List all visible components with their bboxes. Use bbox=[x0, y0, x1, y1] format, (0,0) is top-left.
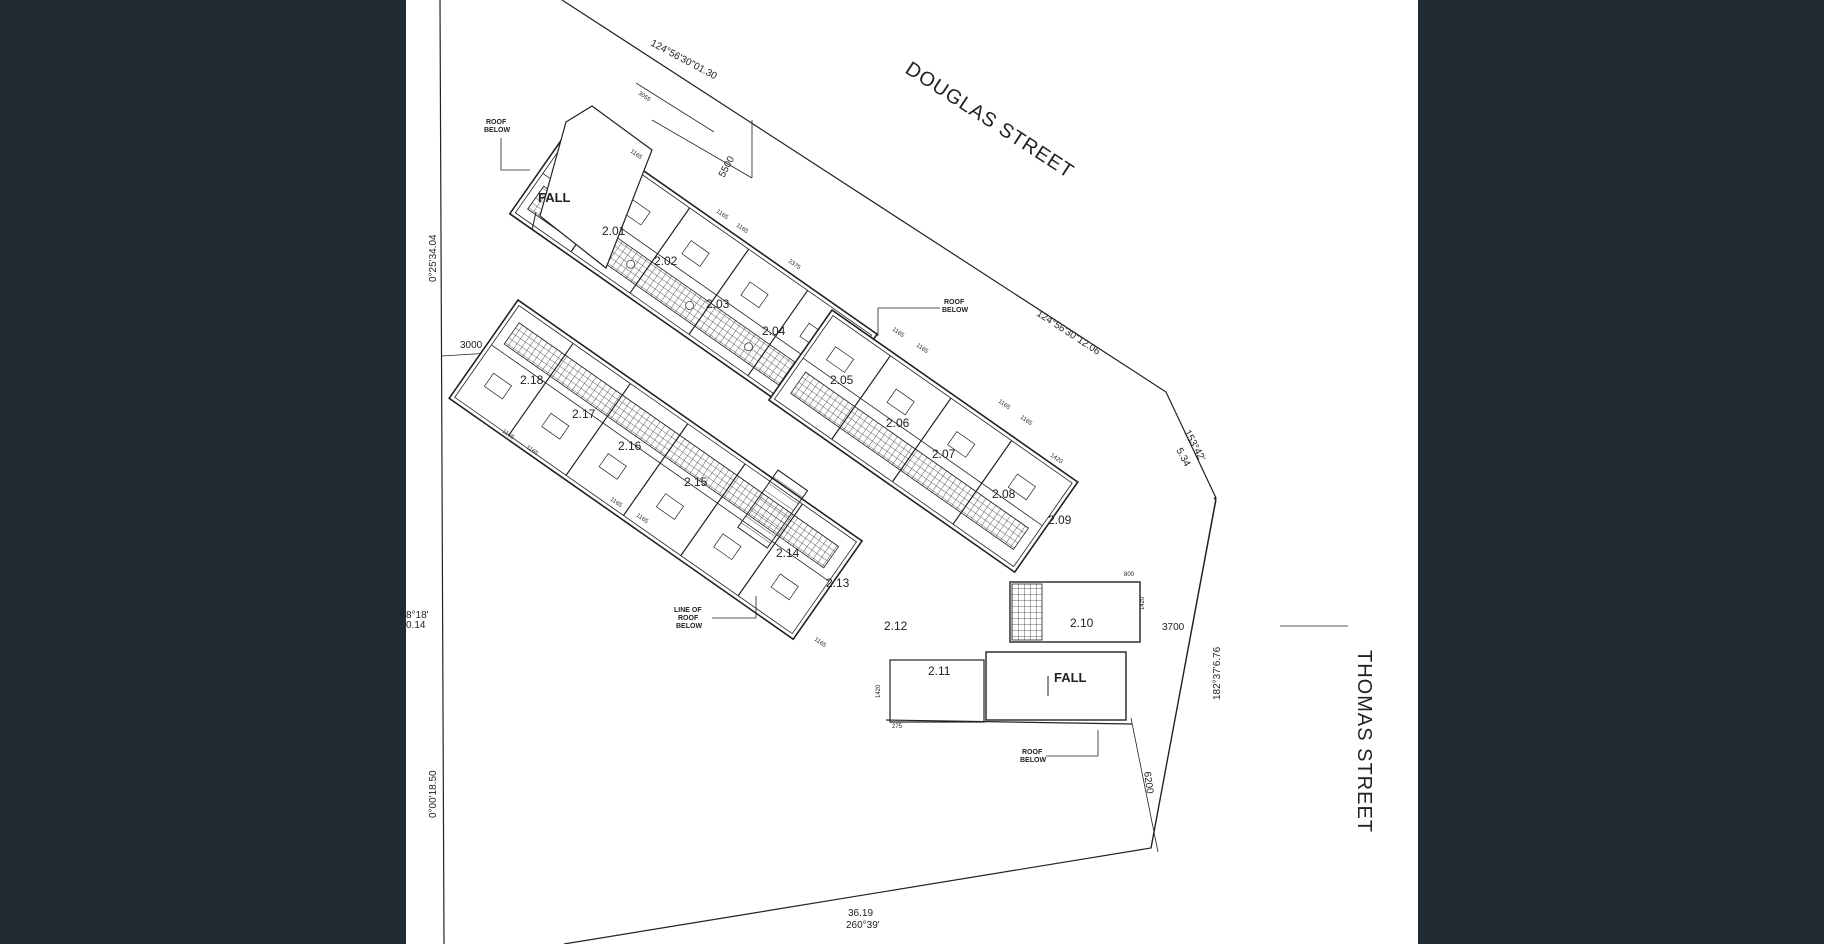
fall-label-north: FALL bbox=[538, 190, 571, 205]
svg-text:1165: 1165 bbox=[813, 637, 828, 650]
boundary-label-west-lower: 0°00'18.50 bbox=[428, 770, 439, 818]
building-block-southeast bbox=[885, 581, 1141, 725]
boundary-label-corner-length: 5.34 bbox=[1173, 446, 1192, 469]
svg-text:BELOW: BELOW bbox=[942, 307, 968, 314]
setback-label-5500: 5500 bbox=[717, 154, 737, 179]
building-wing-right bbox=[767, 308, 1079, 574]
svg-text:ROOF: ROOF bbox=[1022, 749, 1043, 756]
room-label: 2.08 bbox=[992, 487, 1016, 501]
fall-arrow-north bbox=[531, 211, 537, 231]
setback-label-3700: 3700 bbox=[1162, 622, 1185, 633]
room-label: 2.14 bbox=[776, 546, 800, 560]
svg-text:LINE OF: LINE OF bbox=[674, 607, 702, 614]
svg-text:BELOW: BELOW bbox=[676, 623, 702, 630]
room-label: 2.13 bbox=[826, 576, 850, 590]
svg-text:BELOW: BELOW bbox=[1020, 757, 1046, 764]
room-label: 2.12 bbox=[884, 619, 908, 633]
boundary-label-west-upper: 0°25'34.04 bbox=[428, 234, 439, 282]
boundary-label-north-2: 124°56'30"12.06 bbox=[1034, 308, 1102, 357]
room-label: 2.17 bbox=[572, 407, 596, 421]
note-line-of-roof-below: LINE OF ROOF BELOW bbox=[674, 596, 757, 630]
boundary-label-east: 182°37'6.76 bbox=[1212, 646, 1223, 700]
svg-text:ROOF: ROOF bbox=[678, 615, 699, 622]
room-labels: 2.01 2.02 2.03 2.04 2.05 2.06 2.07 2.08 … bbox=[520, 224, 1094, 678]
svg-text:3055: 3055 bbox=[637, 91, 652, 104]
stair bbox=[737, 469, 809, 549]
room-label: 2.06 bbox=[886, 416, 910, 430]
room-label: 2.10 bbox=[1070, 616, 1094, 630]
svg-text:1165: 1165 bbox=[1019, 415, 1034, 428]
svg-text:275: 275 bbox=[892, 724, 903, 730]
room-label: 2.18 bbox=[520, 373, 544, 387]
room-label: 2.09 bbox=[1048, 513, 1072, 527]
svg-text:1420: 1420 bbox=[1140, 596, 1146, 610]
note-roof-below-south: ROOF BELOW bbox=[1020, 730, 1099, 764]
boundary-label-south-angle: 260°39' bbox=[846, 920, 880, 931]
boundary-label-south-length: 36.19 bbox=[848, 908, 873, 919]
floor-plan-sheet: DOUGLAS STREET THOMAS STREET 124°56'30"0… bbox=[406, 0, 1418, 944]
svg-text:1420: 1420 bbox=[876, 684, 882, 698]
site-boundary-north bbox=[561, 0, 1217, 849]
svg-text:1165: 1165 bbox=[891, 327, 906, 340]
room-label: 2.15 bbox=[684, 475, 708, 489]
svg-text:2375: 2375 bbox=[787, 259, 802, 272]
svg-text:BELOW: BELOW bbox=[484, 127, 510, 134]
boundary-label-west-angle: 8°18' bbox=[406, 610, 429, 621]
svg-text:1165: 1165 bbox=[715, 209, 730, 222]
svg-text:ROOF: ROOF bbox=[486, 119, 507, 126]
street-label-douglas: DOUGLAS STREET bbox=[901, 58, 1078, 183]
boundary-label-west-length: 0.14 bbox=[406, 620, 426, 631]
svg-text:1165: 1165 bbox=[735, 223, 750, 236]
floor-plan-drawing: DOUGLAS STREET THOMAS STREET 124°56'30"0… bbox=[406, 0, 1375, 944]
room-label: 2.03 bbox=[706, 297, 730, 311]
room-label: 2.16 bbox=[618, 439, 642, 453]
room-label: 2.11 bbox=[928, 664, 951, 678]
setback-label-3000: 3000 bbox=[460, 340, 483, 351]
setback-label-6200: 6200 bbox=[1141, 771, 1155, 795]
svg-text:1165: 1165 bbox=[915, 343, 930, 356]
fall-label-south: FALL bbox=[1054, 670, 1087, 685]
svg-text:1165: 1165 bbox=[997, 399, 1012, 412]
street-label-thomas: THOMAS STREET bbox=[1353, 650, 1375, 833]
svg-text:ROOF: ROOF bbox=[944, 299, 965, 306]
room-label: 2.04 bbox=[762, 324, 786, 338]
room-label: 2.05 bbox=[830, 373, 854, 387]
note-roof-below-center: ROOF BELOW bbox=[877, 299, 968, 336]
setback-dimensions bbox=[441, 82, 1348, 853]
boundary-label-north-1: 124°56'30"01.30 bbox=[649, 38, 719, 82]
roof-outline-north bbox=[539, 105, 653, 269]
svg-text:800: 800 bbox=[1124, 572, 1135, 578]
room-label: 2.07 bbox=[932, 447, 956, 461]
room-label: 2.02 bbox=[654, 254, 678, 268]
note-roof-below-nw: ROOF BELOW bbox=[484, 119, 530, 171]
room-label: 2.01 bbox=[602, 224, 626, 238]
